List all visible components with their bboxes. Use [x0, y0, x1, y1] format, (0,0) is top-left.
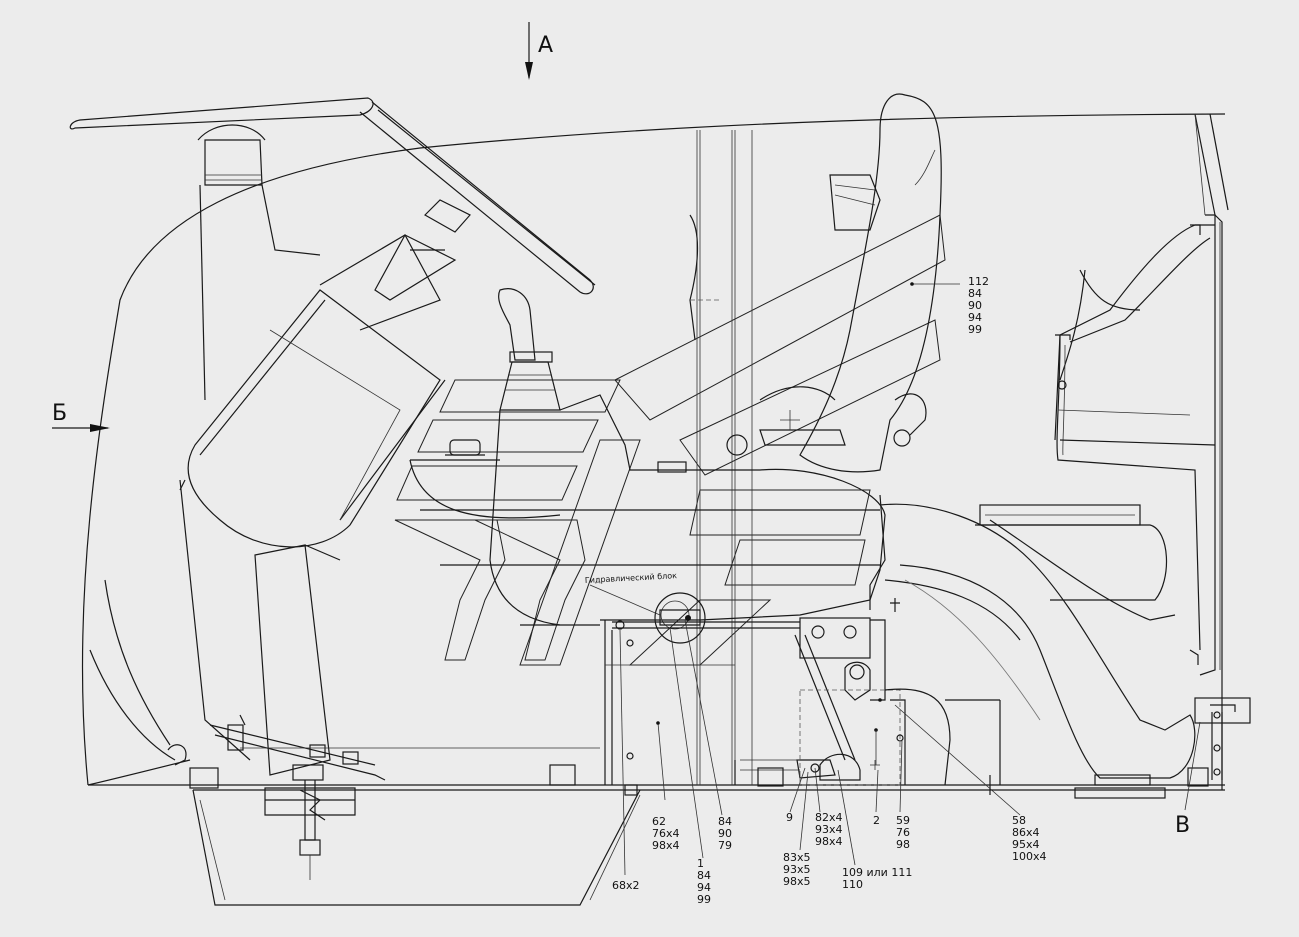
callout-68: 68x2: [612, 879, 640, 892]
view-label-a: А: [538, 33, 553, 58]
leader-lines: [619, 282, 1201, 876]
callout-line: 93x5: [783, 863, 811, 876]
view-arrow-b: [52, 424, 110, 432]
rear-panel: [1054, 224, 1251, 780]
hydraulic-block-note: Гидравлический блок: [585, 571, 678, 585]
cab-frame: [81, 113, 1229, 906]
callout-line: 62: [652, 815, 666, 828]
callout-line: 98x4: [652, 839, 680, 852]
callout-line: 99: [968, 323, 982, 336]
callout-line: 9: [786, 811, 793, 824]
callout-line: 84: [718, 815, 732, 828]
steering-wheel: [69, 97, 596, 295]
engine-cover: [549, 503, 1209, 796]
callout-line: 82x4: [815, 811, 843, 824]
view-label-v: В: [1175, 813, 1190, 838]
pedal-linkage: [734, 617, 906, 787]
callout-line: 83x5: [783, 851, 811, 864]
callout-line: 90: [968, 299, 982, 312]
callout-line: 58: [1012, 814, 1026, 827]
control-console: [409, 394, 886, 626]
callout-line: 2: [873, 814, 880, 827]
operator-seat: [689, 93, 942, 612]
callout-line: 98x5: [783, 875, 811, 888]
callout-line: 84: [968, 287, 982, 300]
callout-line: 93x4: [815, 823, 843, 836]
callout-line: 94: [697, 881, 711, 894]
callout-line: 94: [968, 311, 982, 324]
view-arrow-a: [525, 22, 533, 80]
callout-line: 59: [896, 814, 910, 827]
watermark: [394, 214, 946, 666]
callout-line: 109 или 111: [842, 866, 912, 879]
callout-line: 76: [896, 826, 910, 839]
callout-line: 99: [697, 893, 711, 906]
callout-line: 84: [697, 869, 711, 882]
callout-line: 76x4: [652, 827, 680, 840]
steering-column: [179, 124, 471, 776]
pedal-box-outline: [520, 624, 735, 666]
left-floor-bracket: [167, 714, 600, 880]
callout-line: 112: [968, 275, 989, 288]
callout-2: 2: [873, 814, 880, 827]
callout-line: 95x4: [1012, 838, 1040, 851]
callout-line: 98: [896, 838, 910, 851]
view-label-b: Б: [52, 401, 67, 426]
callout-line: 1: [697, 857, 704, 870]
callout-9: 9: [786, 811, 793, 824]
hydraulic-block: [589, 584, 800, 785]
callout-line: 98x4: [815, 835, 843, 848]
callout-line: 100x4: [1012, 850, 1047, 863]
callout-line: 68x2: [612, 879, 640, 892]
callout-line: 110: [842, 878, 863, 891]
joystick: [498, 288, 561, 411]
callout-line: 86x4: [1012, 826, 1040, 839]
callout-line: 90: [718, 827, 732, 840]
callout-line: 79: [718, 839, 732, 852]
